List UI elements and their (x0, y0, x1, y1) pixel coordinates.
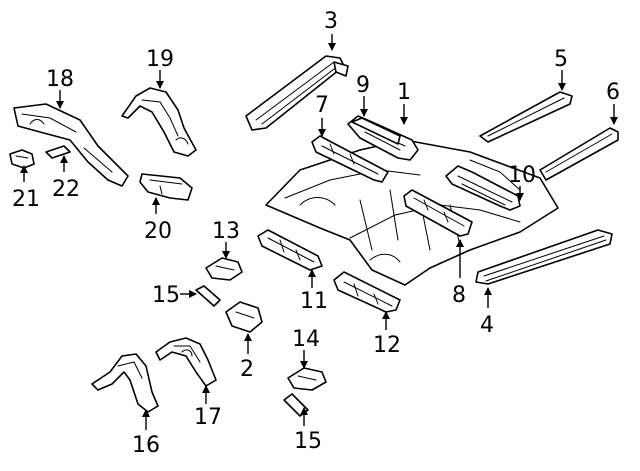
part-16-rear-wheelhouse-bracket[interactable] (91, 353, 159, 413)
leader-arrows (20, 34, 618, 430)
callout-19: 19 (146, 47, 174, 72)
part-5-rocker-reinforcement[interactable] (479, 91, 573, 143)
callout-1: 1 (397, 80, 411, 105)
part-10-crossmember-right[interactable] (445, 165, 521, 211)
callout-22: 22 (52, 177, 80, 202)
part-12-rear-crossmember[interactable] (333, 271, 401, 313)
part-19-wheelhouse-bracket[interactable] (121, 87, 197, 157)
callout-16: 16 (132, 433, 160, 458)
callout-8: 8 (452, 283, 466, 308)
part-18-frame-rail[interactable] (13, 103, 129, 187)
callout-21: 21 (12, 187, 40, 212)
callout-3: 3 (324, 9, 338, 34)
part-20-support-bracket[interactable] (139, 173, 193, 201)
part-14-bracket[interactable] (287, 367, 327, 391)
part-21-small-bracket[interactable] (9, 149, 35, 169)
part-15-plate-upper[interactable] (195, 285, 221, 307)
part-8-crossmember[interactable] (403, 189, 473, 237)
part-9-seat-crossmember[interactable] (351, 117, 401, 145)
part-13-bracket[interactable] (205, 257, 243, 281)
callout-4: 4 (480, 313, 494, 338)
part-11-front-crossmember[interactable] (257, 229, 323, 271)
callout-17: 17 (194, 405, 222, 430)
callout-12: 12 (373, 333, 401, 358)
callout-11: 11 (300, 289, 328, 314)
callout-5: 5 (554, 47, 568, 72)
callout-2: 2 (240, 357, 254, 382)
callout-13: 13 (212, 219, 240, 244)
callout-7: 7 (315, 93, 329, 118)
part-22-plate[interactable] (45, 145, 71, 159)
callout-labels: 3 1 9 7 5 6 10 8 4 11 12 13 15 2 14 15 1… (12, 9, 620, 458)
callout-14: 14 (292, 327, 320, 352)
part-17-rear-support[interactable] (155, 337, 217, 387)
callout-15-upper: 15 (152, 283, 180, 308)
callout-15-lower: 15 (294, 429, 322, 454)
part-4-rocker-panel[interactable] (475, 229, 613, 285)
callout-18: 18 (46, 67, 74, 92)
part-6-sill-reinforcement[interactable] (539, 127, 619, 181)
part-2-bracket[interactable] (225, 301, 263, 333)
part-3-front-rail[interactable] (245, 55, 349, 131)
callout-20: 20 (144, 219, 172, 244)
callout-10: 10 (508, 163, 536, 188)
callout-6: 6 (606, 80, 620, 105)
callout-9: 9 (356, 73, 370, 98)
